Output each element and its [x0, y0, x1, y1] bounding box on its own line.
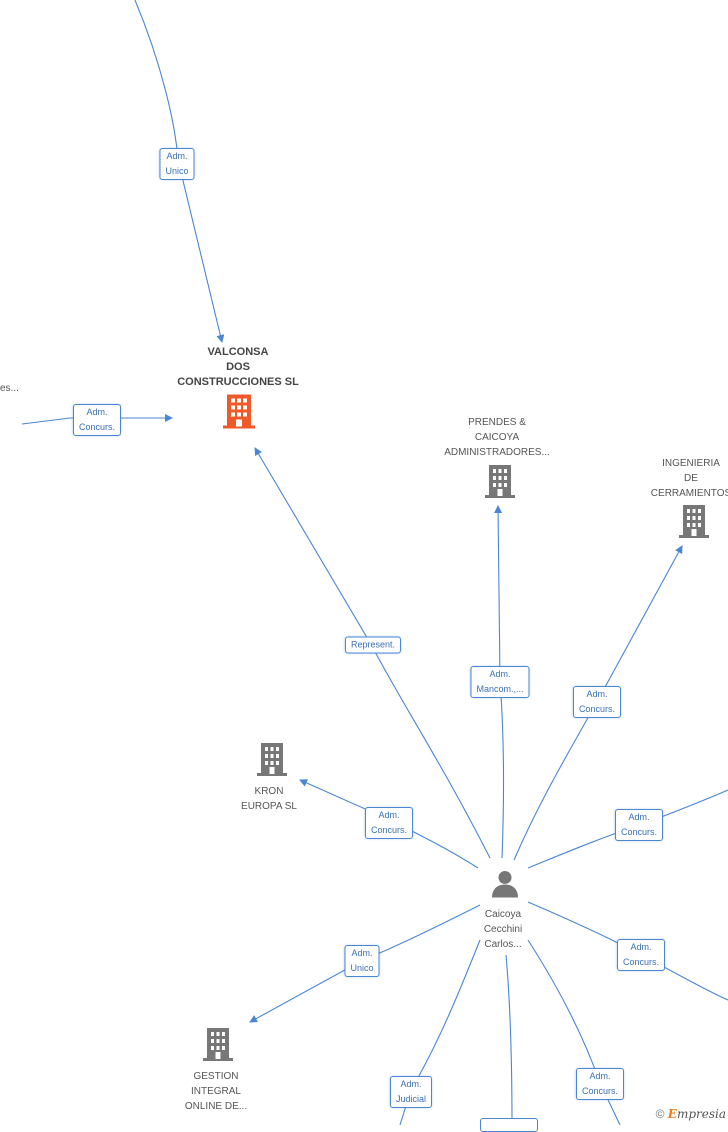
- building-icon-main[interactable]: [223, 394, 255, 434]
- building-icon[interactable]: [203, 1028, 233, 1066]
- edge-label-adm-concurs[interactable]: Adm. Concurs.: [616, 939, 666, 971]
- edge-label-adm-concurs[interactable]: Adm. Concurs.: [572, 686, 622, 718]
- edge-person-to-valconsa: [254, 447, 491, 859]
- edge-label-adm-judicial[interactable]: Adm. Judicial: [389, 1076, 433, 1108]
- copyright-notice: © Empresia: [656, 1107, 726, 1121]
- node-label-kron[interactable]: KRON EUROPA SL: [241, 786, 297, 812]
- edge-label-adm-unico[interactable]: Adm. Unico: [159, 148, 195, 180]
- node-label-valconsa[interactable]: VALCONSA DOS CONSTRUCCIONES SL: [177, 346, 299, 388]
- edge-label-adm-mancom[interactable]: Adm. Mancom.,...: [470, 666, 530, 698]
- node-label-gestion[interactable]: GESTION INTEGRAL ONLINE DE...: [184, 1071, 248, 1112]
- node-label-left-cutoff[interactable]: es...: [0, 383, 19, 394]
- edge-label-adm-concurs[interactable]: Adm. Concurs.: [72, 404, 122, 436]
- person-icon[interactable]: [491, 870, 519, 903]
- node-label-ingenieria[interactable]: INGENIERIA DE CERRAMIENTOS: [650, 458, 728, 499]
- building-icon[interactable]: [485, 465, 515, 503]
- edge-label-adm-unico[interactable]: Adm. Unico: [344, 945, 380, 977]
- edge-label-adm-concurs[interactable]: Adm. Concurs.: [575, 1068, 625, 1100]
- edge-left-to-valconsa: [21, 414, 173, 425]
- empresia-logo: Empresia: [667, 1107, 726, 1121]
- edge-label-represent[interactable]: Represent.: [344, 636, 402, 654]
- edge-label-adm-concurs[interactable]: Adm. Concurs.: [364, 807, 414, 839]
- copyright-symbol: ©: [655, 1107, 665, 1121]
- building-icon[interactable]: [257, 743, 287, 781]
- building-icon[interactable]: [679, 505, 709, 543]
- node-label-person[interactable]: Caicoya Cecchini Carlos...: [483, 909, 523, 950]
- node-label-prendes[interactable]: PRENDES & CAICOYA ADMINISTRADORES...: [444, 417, 550, 458]
- edge-person-to-bottom: [505, 954, 513, 1125]
- edge-label-cutoff[interactable]: [480, 1118, 538, 1132]
- edge-label-adm-concurs[interactable]: Adm. Concurs.: [614, 809, 664, 841]
